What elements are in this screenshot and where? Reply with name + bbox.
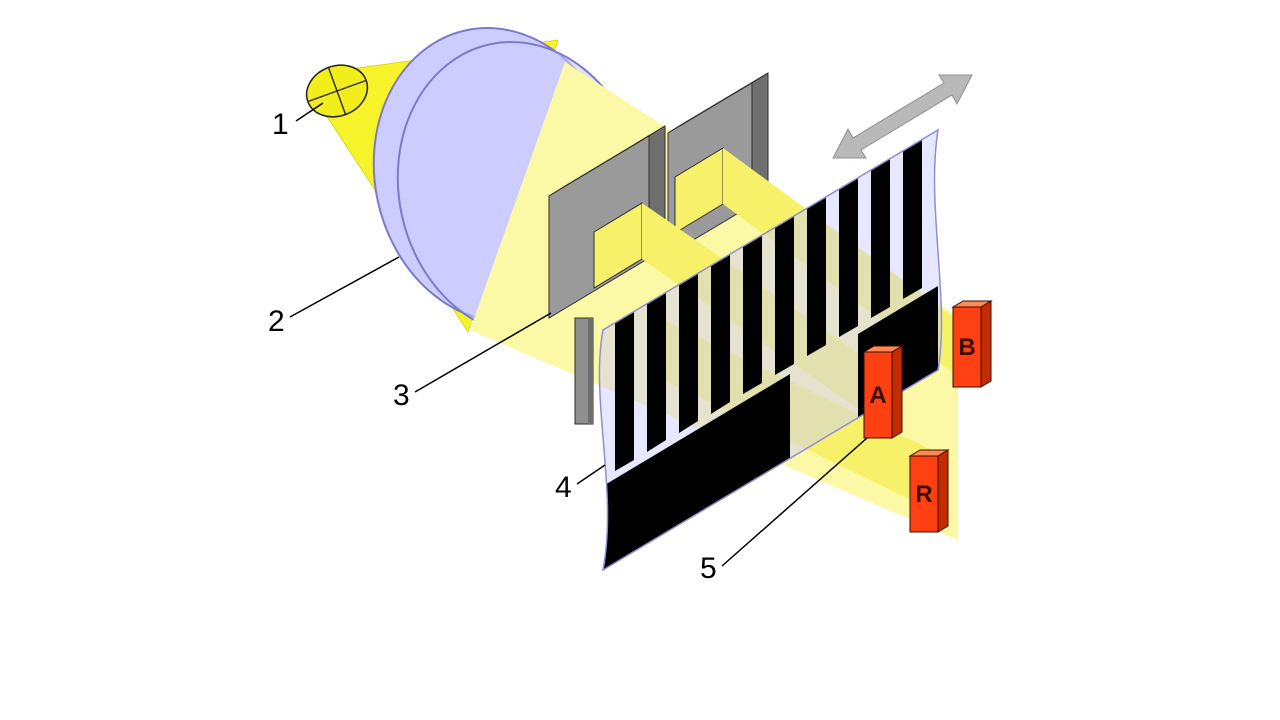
callout-3: 3 bbox=[393, 379, 410, 412]
detector-a-label: A bbox=[869, 382, 886, 409]
detector-a-front bbox=[863, 351, 893, 439]
detector-b: B bbox=[951, 300, 993, 388]
callout-line-2 bbox=[289, 256, 400, 318]
beam-a bbox=[642, 203, 900, 438]
detector-a: A bbox=[862, 345, 904, 439]
detector-r-side bbox=[937, 449, 949, 533]
callout-line-1 bbox=[295, 102, 324, 122]
code-strip bbox=[598, 128, 943, 572]
detector-r-front bbox=[909, 455, 939, 533]
code-strip-outline bbox=[598, 128, 943, 572]
callout-line-5 bbox=[721, 437, 868, 567]
code-strip-index-track bbox=[603, 286, 938, 570]
mask bbox=[548, 72, 769, 425]
motion-arrow-icon bbox=[832, 74, 973, 159]
detector-b-label: B bbox=[958, 334, 975, 361]
callout-4: 4 bbox=[555, 471, 572, 504]
detector-a-side bbox=[891, 345, 903, 439]
lamp-cross-icon bbox=[327, 67, 347, 115]
code-strip-stripes bbox=[615, 140, 922, 471]
callout-5: 5 bbox=[700, 552, 717, 585]
mask-post-shade bbox=[588, 318, 593, 424]
callout-line-4 bbox=[576, 464, 606, 485]
detector-b-front bbox=[952, 306, 982, 388]
callout-line-3 bbox=[414, 312, 552, 393]
detector-b-side bbox=[980, 300, 992, 388]
detector-r-label: R bbox=[915, 481, 932, 508]
callout-2: 2 bbox=[268, 305, 285, 338]
detector-r: R bbox=[908, 449, 950, 533]
callout-1: 1 bbox=[272, 108, 289, 141]
